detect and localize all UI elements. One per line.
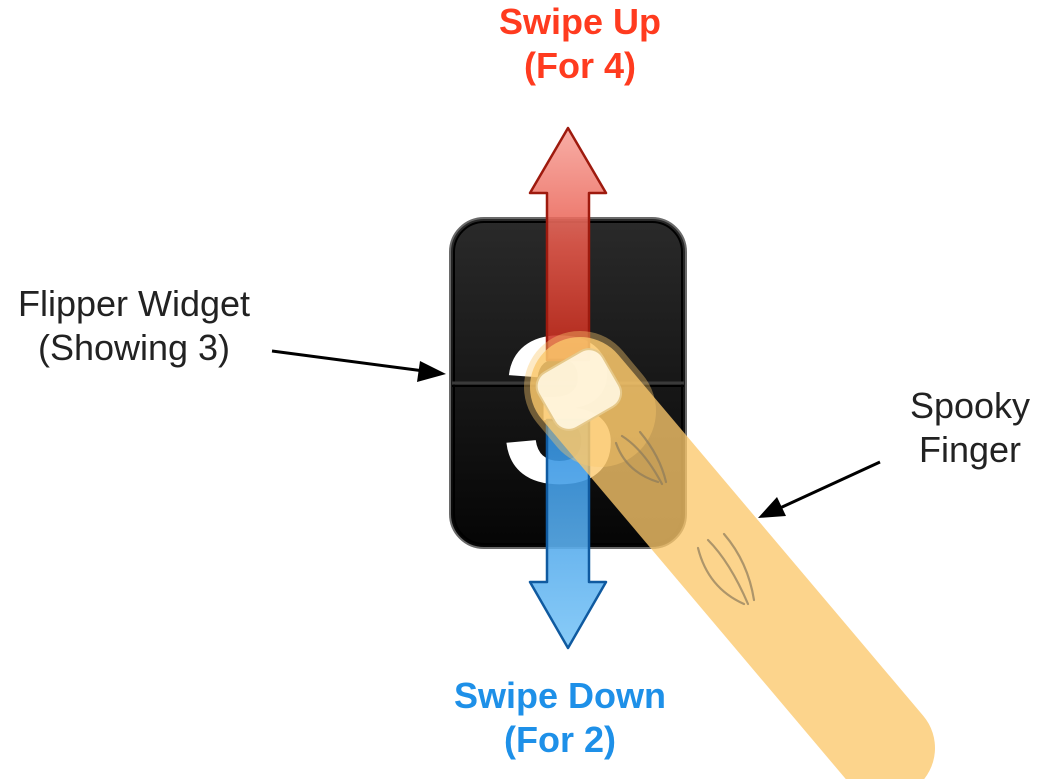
spooky-finger-line1: Spooky [909, 385, 1031, 426]
spooky-finger-line2: Finger [918, 428, 1022, 470]
finger-icon [524, 331, 935, 779]
swipe-up-line2: (For 4) [524, 44, 636, 86]
widget-pointer-arrow [271, 349, 446, 382]
swipe-up-line1: Swipe Up [498, 1, 662, 42]
swipe-down-line2: (For 2) [504, 718, 616, 760]
fingernail [535, 348, 623, 431]
flipper-widget-label: Flipper Widget (Showing 3) [0, 282, 268, 370]
swipe-down-line1: Swipe Down [453, 675, 666, 716]
flipper-widget-line1: Flipper Widget [17, 283, 251, 324]
finger-pointer-arrow [758, 460, 881, 518]
swipe-up-label: Swipe Up (For 4) [380, 0, 780, 88]
knuckle-creases [614, 430, 756, 606]
flipper-widget-line2: (Showing 3) [37, 326, 231, 368]
spooky-finger-label: Spooky Finger [880, 384, 1056, 472]
swipe-down-label: Swipe Down (For 2) [360, 674, 760, 762]
